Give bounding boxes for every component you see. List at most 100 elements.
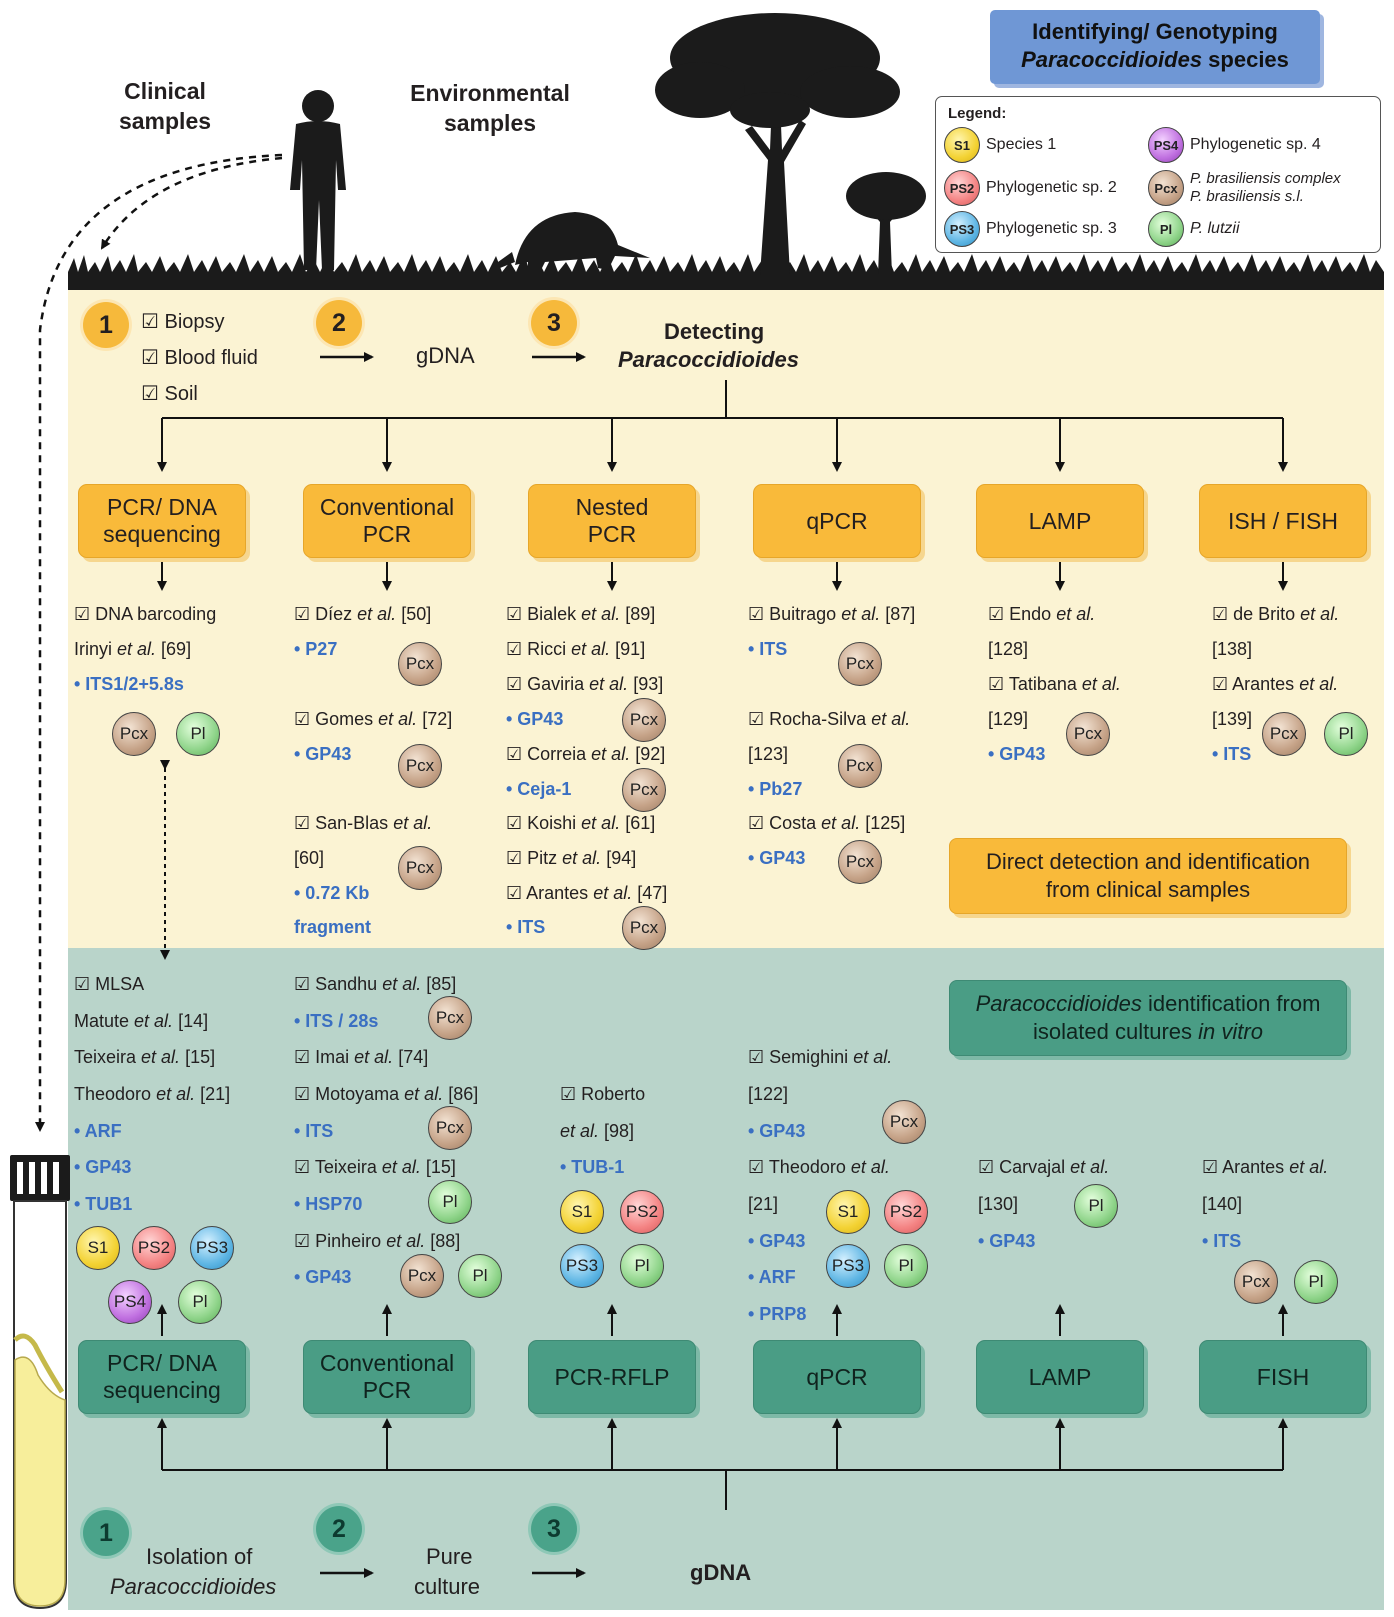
note-rest: identification from xyxy=(1141,991,1321,1016)
marker-prp8: • PRP8 xyxy=(748,1304,807,1324)
note-in-vitro: in vitro xyxy=(1198,1019,1263,1044)
ref-roberto: ☑ Roberto xyxy=(560,1084,646,1104)
ref-author: ☑ Koishi xyxy=(506,813,582,833)
ref-author: ☑ Ricci xyxy=(506,639,572,659)
clinical-method-pcr-sequencing: PCR/ DNA sequencing xyxy=(78,484,246,558)
ps3-badge-icon: PS3 xyxy=(826,1244,870,1288)
marker-hsp70: • HSP70 xyxy=(294,1194,363,1214)
note-line: isolated cultures in vitro xyxy=(950,1018,1346,1046)
ref-etal: et al. xyxy=(1300,604,1340,624)
ref-etal: et al. xyxy=(821,813,861,833)
ref-author: Matute xyxy=(74,1011,135,1031)
culture-method-conventional-pcr: Conventional PCR xyxy=(303,1340,471,1414)
ref-costa: ☑ Costa et al. [125] xyxy=(748,812,905,834)
ref-matute: Matute et al. [14] xyxy=(74,1010,208,1032)
s1-badge-icon: S1 xyxy=(826,1190,870,1234)
clinical-method-qpcr: qPCR xyxy=(753,484,921,558)
ref-etal: et al. xyxy=(404,1084,444,1104)
ps4-badge-icon: PS4 xyxy=(1148,127,1184,163)
marker-gp43: • GP43 xyxy=(748,1121,806,1141)
ref-etal: et al. xyxy=(1070,1157,1110,1177)
ref-etal: et al. xyxy=(1056,604,1096,624)
marker-its: • ITS xyxy=(294,1121,334,1141)
pcx-badge-icon: Pcx xyxy=(398,642,442,686)
ref-author: ☑ Arantes xyxy=(1202,1157,1290,1177)
s1-badge-icon: S1 xyxy=(76,1226,120,1270)
marker-072kb: • 0.72 Kb xyxy=(294,883,370,903)
title-line2: Paracoccidioides species xyxy=(990,46,1320,74)
legend-title: Legend: xyxy=(948,105,1007,122)
pcx-badge-icon: Pcx xyxy=(838,840,882,884)
ref-num: [86] xyxy=(443,1084,479,1104)
note-line2-text: isolated cultures xyxy=(1033,1019,1199,1044)
marker-p27: • P27 xyxy=(294,639,338,659)
pl-badge-icon: Pl xyxy=(458,1254,502,1298)
marker-pb27: • Pb27 xyxy=(748,779,803,799)
ref-author: ☑ Theodoro xyxy=(748,1157,851,1177)
marker-arf: • ARF xyxy=(74,1121,122,1141)
pl-badge-icon: Pl xyxy=(1294,1260,1338,1304)
ref-etal: et al. xyxy=(853,1047,893,1067)
ref-num: [14] xyxy=(173,1011,209,1031)
marker-gp43: • GP43 xyxy=(294,1267,352,1287)
legend-item-pl: Pl P. lutzii xyxy=(1148,211,1240,247)
marker-gp43: • GP43 xyxy=(988,744,1046,764)
ref-etal: et al. xyxy=(141,1047,181,1067)
marker-tub1: • TUB1 xyxy=(74,1194,133,1214)
ref-motoyama: ☑ Motoyama et al. [86] xyxy=(294,1083,478,1105)
pcx-badge-icon: Pcx xyxy=(1262,712,1306,756)
ref-num: [50] xyxy=(396,604,432,624)
clinical-step-3: 3 xyxy=(531,300,577,346)
ref-de-brito: ☑ de Brito et al. xyxy=(1212,603,1339,625)
pcx-badge-icon: Pcx xyxy=(428,996,472,1040)
ref-author: ☑ Correia xyxy=(506,744,592,764)
method-line: sequencing xyxy=(103,521,221,547)
environmental-samples-label: Environmental samples xyxy=(395,78,585,138)
ref-koishi: ☑ Koishi et al. [61] xyxy=(506,812,655,834)
legend-label-ps2: Phylogenetic sp. 2 xyxy=(986,179,1117,196)
ref-num: [61] xyxy=(620,813,656,833)
method-line: qPCR xyxy=(806,1363,868,1390)
ref-author: ☑ Endo xyxy=(988,604,1057,624)
method-line: PCR/ DNA xyxy=(107,1350,217,1376)
marker-gp43: • GP43 xyxy=(748,1231,806,1251)
ref-author: ☑ San-Blas xyxy=(294,813,394,833)
ps3-badge-icon: PS3 xyxy=(944,211,980,247)
clinical-samples-label: Clinical samples xyxy=(100,76,230,136)
ref-author: ☑ Buitrago xyxy=(748,604,842,624)
marker-fragment: fragment xyxy=(294,917,372,937)
ref-ricci: ☑ Ricci et al. [91] xyxy=(506,638,645,660)
ref-tatibana: ☑ Tatibana et al. xyxy=(988,673,1121,695)
marker-gp43: • GP43 xyxy=(294,744,352,764)
legend-item-pcx: Pcx P. brasiliensis complex P. brasilien… xyxy=(1148,170,1341,206)
ref-num: [89] xyxy=(620,604,656,624)
ref-num: [138] xyxy=(1212,639,1253,659)
legend-label-pcx: P. brasiliensis complex P. brasiliensis … xyxy=(1190,170,1341,206)
legend-item-ps4: PS4 Phylogenetic sp. 4 xyxy=(1148,127,1321,163)
ref-theodoro: Theodoro et al. [21] xyxy=(74,1083,230,1105)
ref-author: Teixeira xyxy=(74,1047,142,1067)
method-line: PCR xyxy=(362,1377,412,1403)
ref-rocha-silva: ☑ Rocha-Silva et al. xyxy=(748,708,910,730)
ref-etal: et al. xyxy=(357,604,397,624)
marker-its: • ITS xyxy=(748,639,788,659)
ref-arantes: ☑ Arantes et al. xyxy=(1202,1156,1328,1178)
method-line: Conventional xyxy=(319,494,455,520)
ref-num: [92] xyxy=(630,744,666,764)
pcx-badge-icon: Pcx xyxy=(622,698,666,742)
ref-etal: et al. xyxy=(871,709,911,729)
ref-etal: et al. xyxy=(850,1157,890,1177)
ref-num: [123] xyxy=(748,744,789,764)
pcx-badge-icon: Pcx xyxy=(1066,712,1110,756)
method-line: qPCR xyxy=(806,507,868,534)
ref-num: [85] xyxy=(421,974,457,994)
person-icon xyxy=(290,90,346,270)
pcx-badge-icon: Pcx xyxy=(882,1100,926,1144)
ref-gaviria: ☑ Gaviria et al. [93] xyxy=(506,673,663,695)
marker-its: • ITS xyxy=(1202,1231,1242,1251)
clinical-label-line2: samples xyxy=(118,108,212,134)
ps3-badge-icon: PS3 xyxy=(560,1244,604,1288)
ref-etal: et al. xyxy=(117,639,157,659)
ref-num: [21] xyxy=(748,1194,779,1214)
pcx-badge-icon: Pcx xyxy=(622,768,666,812)
